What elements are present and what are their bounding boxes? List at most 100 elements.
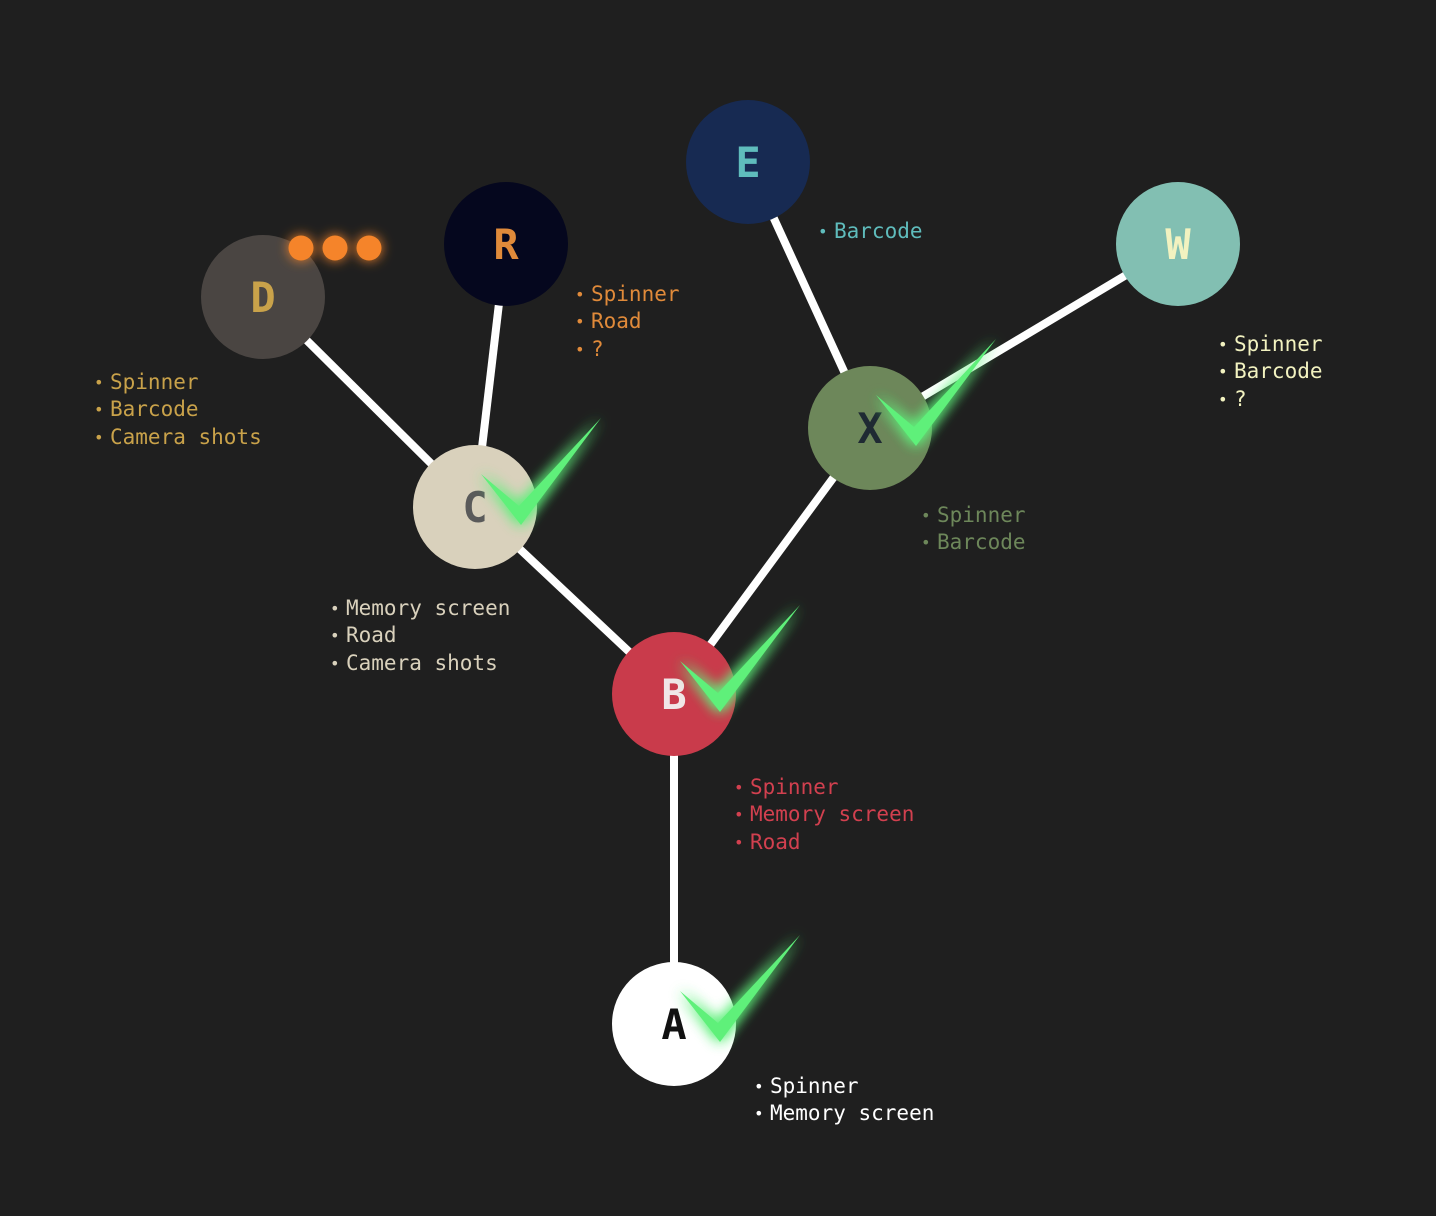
node-w[interactable]: W (1116, 182, 1240, 306)
node-circle-w (1116, 182, 1240, 306)
tag-label: Camera shots (110, 424, 262, 449)
bullet-icon: • (1218, 335, 1228, 354)
tag-label: Road (750, 829, 801, 854)
tag-item: • Spinner (1218, 331, 1323, 358)
tag-label: Spinner (750, 775, 839, 799)
tag-item: • Memory screen (754, 1100, 934, 1127)
node-x[interactable]: X (808, 366, 932, 490)
tag-label: Spinner (770, 1074, 859, 1098)
tag-list-r: •Spinner•Road•? (575, 281, 680, 363)
tag-item: •? (1218, 386, 1323, 413)
node-label-x: X (857, 404, 882, 453)
tag-label: Barcode (1234, 359, 1323, 384)
progress-dots-icon (288, 235, 382, 261)
bullet-icon: • (1218, 389, 1228, 409)
node-label-r: R (493, 220, 519, 269)
node-circle-c (413, 445, 537, 569)
bullet-icon: • (921, 506, 931, 525)
node-label-w: W (1165, 220, 1191, 269)
bullet-icon: • (330, 599, 340, 618)
node-d[interactable]: D (201, 235, 325, 359)
bullet-icon: • (94, 400, 104, 420)
node-e[interactable]: E (686, 100, 810, 224)
tag-item: • Memory screen (330, 595, 510, 622)
tag-label: Memory screen (770, 1101, 935, 1126)
bullet-icon: • (818, 222, 828, 241)
tag-label: Road (346, 623, 397, 648)
tag-item: • Memory screen (734, 801, 914, 828)
status-marks-layer (288, 235, 996, 1042)
bullet-icon: • (921, 533, 931, 553)
progress-dot (356, 235, 382, 261)
tag-item: • Camera shots (330, 650, 510, 677)
progress-dot (322, 235, 348, 261)
tag-list-a: • Spinner • Memory screen (754, 1073, 934, 1128)
node-label-c: C (462, 483, 487, 532)
bullet-icon: • (754, 1104, 764, 1124)
tag-item: • Spinner (575, 281, 680, 308)
bullet-icon: • (575, 285, 585, 304)
tag-label: Barcode (110, 397, 199, 422)
tag-label: Road (591, 309, 642, 334)
bullet-icon: • (575, 312, 585, 332)
node-label-d: D (250, 273, 275, 322)
tag-item: • Road (575, 308, 680, 335)
bullet-icon: • (94, 373, 104, 392)
bullet-icon: • (330, 626, 340, 646)
bullet-icon: • (734, 805, 744, 825)
bullet-icon: • (1218, 362, 1228, 382)
tag-list-e: • Barcode (818, 218, 923, 245)
bullet-icon: • (754, 1077, 764, 1096)
bullet-icon: • (330, 653, 340, 673)
tag-label: Memory screen (750, 802, 915, 827)
tag-item: • Camera shots (94, 424, 262, 451)
tag-label: Spinner (937, 503, 1026, 527)
node-circle-a (612, 962, 736, 1086)
tag-item: • Barcode (818, 218, 923, 245)
tag-label: ? (591, 336, 604, 361)
node-label-a: A (661, 1000, 686, 1049)
tag-label: Barcode (834, 219, 923, 243)
node-label-b: B (661, 670, 686, 719)
bullet-icon: • (734, 778, 744, 797)
bullet-icon: • (734, 832, 744, 852)
tag-item: • Barcode (1218, 358, 1323, 385)
tag-item: • Barcode (921, 529, 1026, 556)
tag-list-c: • Memory screen • Road • Camera shots (330, 595, 510, 677)
tag-list-w: •Spinner•Barcode•? (1218, 331, 1323, 413)
tag-list-b: • Spinner • Memory screen • Road (734, 774, 914, 856)
node-r[interactable]: R (444, 182, 568, 306)
tag-label: Spinner (591, 282, 680, 306)
tag-item: • Road (330, 622, 510, 649)
tag-item: • Spinner (94, 369, 262, 396)
node-circle-r (444, 182, 568, 306)
node-label-e: E (735, 138, 760, 187)
tag-list-x: • Spinner • Barcode (921, 502, 1026, 557)
node-circle-e (686, 100, 810, 224)
edges-layer (260, 160, 1181, 1024)
tag-item: • Spinner (734, 774, 914, 801)
node-b[interactable]: B (612, 632, 736, 756)
tag-item: • Spinner (921, 502, 1026, 529)
tag-label: Barcode (937, 530, 1026, 555)
bullet-icon: • (94, 427, 104, 447)
bullet-icon: • (575, 339, 585, 359)
node-circle-b (612, 632, 736, 756)
tag-label: Spinner (1234, 332, 1323, 356)
node-a[interactable]: A (612, 962, 736, 1086)
progress-dot (288, 235, 314, 261)
node-circle-x (808, 366, 932, 490)
node-c[interactable]: C (413, 445, 537, 569)
tag-item: •? (575, 336, 680, 363)
node-circle-d (201, 235, 325, 359)
tag-label: Camera shots (346, 650, 498, 675)
tag-label: ? (1234, 386, 1247, 411)
tag-list-d: • Spinner • Barcode • Camera shots (94, 369, 262, 451)
tag-item: • Barcode (94, 396, 262, 423)
tag-label: Memory screen (346, 596, 511, 620)
tag-item: • Road (734, 829, 914, 856)
tag-item: • Spinner (754, 1073, 934, 1100)
tag-label: Spinner (110, 370, 199, 394)
